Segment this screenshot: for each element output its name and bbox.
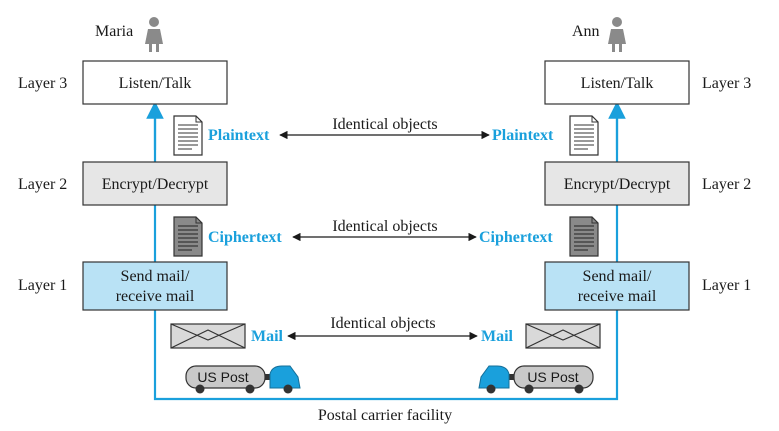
plaintext-label-right: Plaintext [492, 127, 554, 144]
person-icon-maria [145, 17, 163, 52]
identical-objects-mail: Identical objects [330, 315, 435, 332]
svg-text:receive mail: receive mail [578, 288, 657, 305]
us-post-label-right: US Post [527, 369, 578, 385]
plaintext-document-icon-right [569, 115, 599, 156]
identical-objects-plaintext: Identical objects [332, 116, 437, 133]
svg-text:Send mail/: Send mail/ [583, 268, 652, 285]
svg-text:Encrypt/Decrypt: Encrypt/Decrypt [102, 176, 209, 193]
ann-label: Ann [572, 23, 600, 40]
layer1-label-right: Layer 1 [702, 277, 751, 294]
layer3-label-right: Layer 3 [702, 75, 751, 92]
send-mail-box-right: Send mail/ receive mail [544, 261, 690, 311]
layer1-label-left: Layer 1 [18, 277, 67, 294]
plaintext-label-left: Plaintext [208, 127, 270, 144]
mail-label-left: Mail [251, 328, 284, 345]
plaintext-document-icon-left [173, 115, 203, 156]
person-icon-ann [608, 17, 626, 52]
maria-label: Maria [95, 23, 133, 40]
layer2-label-left: Layer 2 [18, 176, 67, 193]
postal-facility-label: Postal carrier facility [318, 407, 452, 424]
layer2-label-right: Layer 2 [702, 176, 751, 193]
svg-text:Send mail/: Send mail/ [121, 268, 190, 285]
send-mail-box-left: Send mail/ receive mail [82, 261, 228, 311]
envelope-icon-right [525, 323, 601, 349]
mail-truck-icon-left: US Post [185, 365, 301, 394]
us-post-label-left: US Post [197, 369, 248, 385]
listen-talk-box-right: Listen/Talk [544, 60, 690, 105]
ciphertext-document-icon-right [569, 216, 599, 257]
ciphertext-document-icon-left [173, 216, 203, 257]
svg-text:receive mail: receive mail [116, 288, 195, 305]
mail-label-right: Mail [481, 328, 514, 345]
identical-objects-ciphertext: Identical objects [332, 218, 437, 235]
ciphertext-label-left: Ciphertext [208, 229, 282, 246]
mail-truck-icon-right: US Post [478, 365, 594, 394]
svg-text:Listen/Talk: Listen/Talk [119, 75, 192, 92]
listen-talk-box-left: Listen/Talk [82, 60, 228, 105]
layer3-label-left: Layer 3 [18, 75, 67, 92]
ciphertext-label-right: Ciphertext [479, 229, 553, 246]
encrypt-decrypt-box-left: Encrypt/Decrypt [82, 161, 228, 206]
envelope-icon-left [170, 323, 246, 349]
svg-text:Encrypt/Decrypt: Encrypt/Decrypt [564, 176, 671, 193]
postal-path-line [153, 106, 619, 401]
encrypt-decrypt-box-right: Encrypt/Decrypt [544, 161, 690, 206]
svg-text:Listen/Talk: Listen/Talk [581, 75, 654, 92]
